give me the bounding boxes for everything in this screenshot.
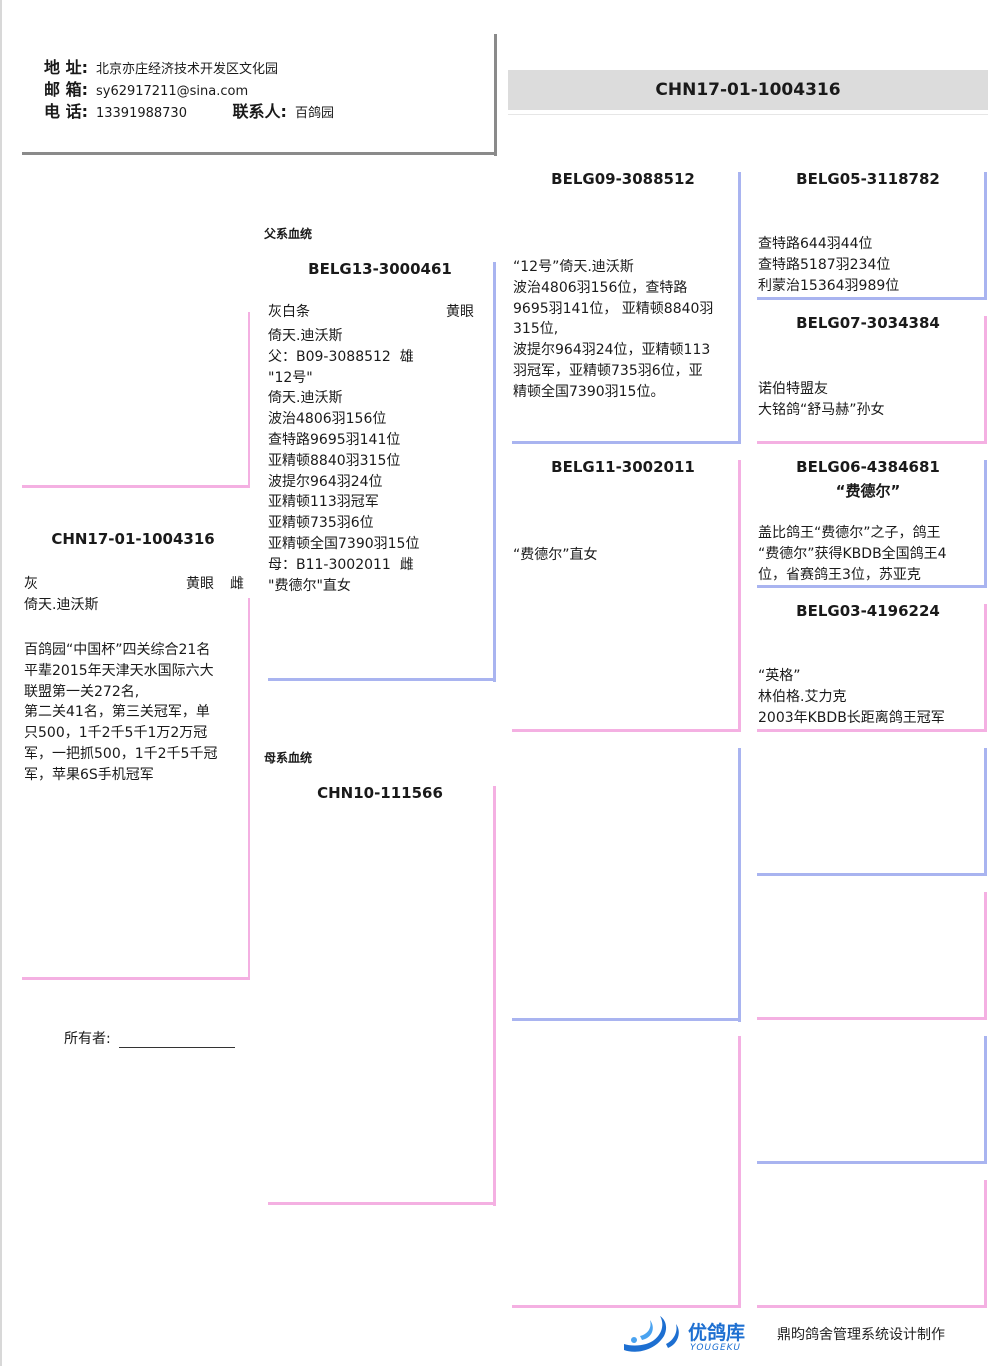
phone-row: 电 话: 13391988730 联系人: 百鸽园 <box>44 98 334 122</box>
sire-section-label: 父系血统 <box>264 227 313 241</box>
c4-empty-4-v <box>984 1180 987 1308</box>
ss-bracket-v <box>738 172 741 444</box>
ssd-bracket-h <box>757 441 987 444</box>
sire-ring: BELG13-3000461 <box>308 260 452 278</box>
page-left-border <box>0 0 2 1366</box>
footer-credit: 鼎昀鸽舍管理系统设计制作 <box>777 1327 945 1343</box>
dam-bracket-h <box>268 1202 496 1205</box>
ssd-notes: 诺伯特盟友 大铭鸽“舒马赫”孙女 <box>758 381 885 418</box>
address-label: 地 址: <box>44 58 88 77</box>
c3-empty-1-v <box>738 748 741 1022</box>
subject-color-row: 灰 黄眼雌 <box>24 574 244 595</box>
ss-bracket-h <box>512 441 741 444</box>
dam-ring: CHN10-111566 <box>317 784 443 802</box>
c3-empty-1-h <box>512 1018 741 1021</box>
sire-color: 灰白条 <box>268 304 310 320</box>
header-divider-horizontal <box>22 152 497 155</box>
sd-bracket-h <box>512 729 741 732</box>
address-value: 北京亦庄经济技术开发区文化园 <box>95 62 278 77</box>
ss-ring: BELG09-3088512 <box>551 170 695 188</box>
sdd-ring: BELG03-4196224 <box>796 602 940 620</box>
c4-empty-1-h <box>757 873 987 876</box>
phone-label: 电 话: <box>44 102 88 121</box>
c4-empty-3-v <box>984 1036 987 1164</box>
sds-bracket-h <box>757 585 987 588</box>
contact-label: 联系人: <box>232 102 287 121</box>
owner-label: 所有者: <box>64 1031 111 1047</box>
email-row: 邮 箱: sy62917211@sina.com <box>44 76 248 100</box>
title-underline <box>508 114 988 115</box>
sire-bracket-h <box>268 678 496 681</box>
sds-bracket-v <box>984 460 987 588</box>
header-divider-vertical <box>494 34 497 156</box>
sire-eye: 黄眼 <box>446 304 474 320</box>
ssd-ring: BELG07-3034384 <box>796 314 940 332</box>
dam-section-label: 母系血统 <box>264 751 313 765</box>
sss-notes: 查特路644羽44位 查特路5187羽234位 利蒙治15364羽989位 <box>758 236 900 294</box>
sss-bracket-h <box>757 297 987 300</box>
title-ring: CHN17-01-1004316 <box>508 70 988 110</box>
subject-ring: CHN17-01-1004316 <box>51 530 215 548</box>
contact-value: 百鸽园 <box>294 106 334 121</box>
subject-line: 倚天.迪沃斯 <box>24 597 99 613</box>
sdd-notes: “英格” 林伯格.艾力克 2003年KBDB长距离鸽王冠军 <box>758 668 945 726</box>
ssd-bracket-v <box>984 316 987 444</box>
subject-results: 百鸽园“中国杯”四关综合21名 平辈2015年天津天水国际六大 联盟第一关272… <box>24 642 218 783</box>
subject-upper-bracket-h <box>22 485 250 488</box>
c4-empty-2-v <box>984 892 987 1020</box>
c3-empty-2-v <box>738 1036 741 1308</box>
subject-lower-bracket-v <box>248 598 250 980</box>
sire-bracket-v <box>493 262 496 682</box>
sire-color-row: 灰白条 黄眼 <box>268 302 474 323</box>
sss-bracket-v <box>984 172 987 300</box>
sss-ring: BELG05-3118782 <box>796 170 940 188</box>
ss-notes: “12号”倚天.迪沃斯 波治4806羽156位，查特路 9695羽141位， 亚… <box>513 259 714 400</box>
sd-bracket-v <box>738 460 741 732</box>
c4-empty-3-h <box>757 1161 987 1164</box>
email-label: 邮 箱: <box>44 80 88 99</box>
sire-notes: 倚天.迪沃斯 父：B09-3088512 雄 "12号" 倚天.迪沃斯 波治48… <box>268 328 420 594</box>
sd-ring: BELG11-3002011 <box>551 458 695 476</box>
email-value: sy62917211@sina.com <box>95 84 249 99</box>
subject-upper-bracket-v <box>248 312 250 488</box>
subject-sex: 雌 <box>230 576 244 592</box>
dam-bracket-v <box>493 786 496 1206</box>
sd-notes: “费德尔”直女 <box>513 547 598 563</box>
sdd-bracket-v <box>984 604 987 732</box>
c3-empty-2-h <box>512 1305 741 1308</box>
subject-eye: 黄眼 <box>186 576 214 592</box>
subject-color: 灰 <box>24 576 38 592</box>
brand-logo-icon <box>620 1314 684 1358</box>
owner-row: 所有者: <box>64 1028 236 1048</box>
address-row: 地 址: 北京亦庄经济技术开发区文化园 <box>44 54 278 78</box>
c4-empty-1-v <box>984 748 987 876</box>
c4-empty-4-h <box>757 1305 987 1308</box>
sds-ring: BELG06-4384681 <box>796 458 940 476</box>
brand-name: 优鸽库 <box>688 1322 746 1344</box>
sds-notes: 盖比鸽王“费德尔”之子，鸽王 “费德尔”获得KBDB全国鸽王4 位，省赛鸽王3位… <box>758 525 947 583</box>
brand-name-en: YOUGEKU <box>690 1343 742 1353</box>
phone-value: 13391988730 <box>95 106 187 121</box>
subject-lower-bracket-h <box>22 977 250 980</box>
sds-name: “费德尔” <box>835 482 901 500</box>
c4-empty-2-h <box>757 1017 987 1020</box>
sdd-bracket-h <box>757 729 987 732</box>
owner-blank-line[interactable] <box>119 1033 236 1048</box>
